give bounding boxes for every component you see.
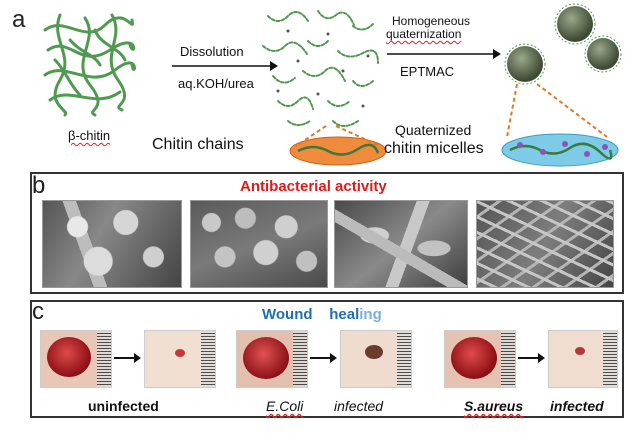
- micelles-label-line2: chitin micelles: [384, 140, 484, 157]
- micelle-sphere-top: [554, 3, 596, 45]
- arrow-uninfected: [114, 353, 141, 363]
- homogeneous-label: Homogeneous: [392, 14, 471, 28]
- sem-image-2: [190, 200, 328, 288]
- quaternization-arrow: [387, 49, 501, 59]
- micelles-label-line1: Quaternized: [395, 122, 472, 138]
- sem-image-3: [334, 200, 468, 288]
- quaternization-label: quaternization: [386, 27, 462, 41]
- wound-photo-uninfected-after: [144, 330, 216, 388]
- wound-photo-uninfected-before: [40, 330, 112, 388]
- panel-c-frame: [30, 300, 624, 418]
- chitin-chains-label: Chitin chains: [152, 136, 244, 153]
- wound-healing-word2: heal: [329, 306, 360, 323]
- sem-image-1: [42, 200, 182, 288]
- panel-b-letter: b: [32, 172, 46, 199]
- dissolution-label: Dissolution: [180, 44, 244, 59]
- quaternized-micelles-illustration: [501, 3, 622, 167]
- arrow-saureus: [518, 353, 545, 363]
- wound-photo-saureus-after: [548, 330, 618, 388]
- panel-b-frame: [30, 172, 624, 294]
- caption-saureus-infected: infected: [550, 398, 604, 414]
- arrow-ecoli: [310, 353, 337, 363]
- chitin-chains-illustration: [262, 10, 387, 166]
- caption-uninfected: uninfected: [88, 398, 159, 414]
- wound-photo-ecoli-before: [236, 330, 308, 388]
- wound-healing-title: Wound healing: [262, 306, 382, 323]
- wound-healing-word1: Wound: [262, 306, 313, 323]
- koh-urea-label: aq.KOH/urea: [178, 76, 254, 91]
- panel-a-letter: a: [12, 6, 26, 33]
- panel-c-letter: c: [32, 298, 44, 325]
- wound-healing-word3: ing: [359, 306, 382, 323]
- sem-image-4: [476, 200, 614, 288]
- beta-chitin-network-illustration: [43, 13, 136, 117]
- eptmac-label: EPTMAC: [400, 64, 455, 79]
- caption-saureus: S.aureus: [464, 398, 524, 414]
- caption-ecoli-infected: infected: [334, 398, 384, 414]
- wound-photo-saureus-before: [444, 330, 516, 388]
- wound-photo-ecoli-after: [340, 330, 412, 388]
- caption-ecoli: E.Coli: [266, 398, 304, 414]
- beta-chitin-label: β-chitin: [68, 128, 111, 143]
- dissolution-arrow: [172, 61, 278, 71]
- antibacterial-title: Antibacterial activity: [240, 178, 387, 195]
